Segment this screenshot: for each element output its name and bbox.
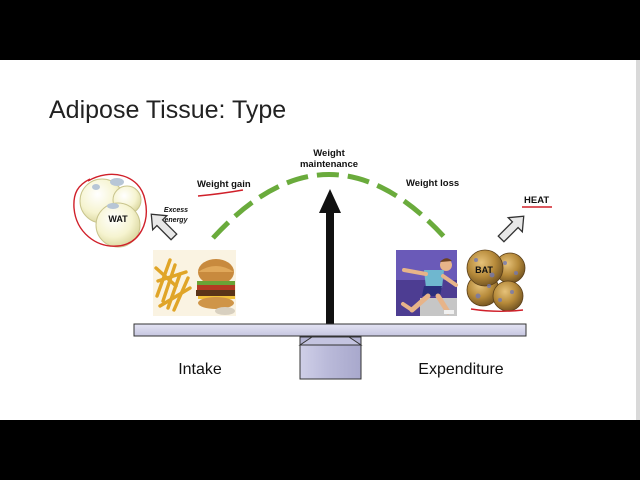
excess-energy-label-1: Excess [164, 207, 188, 214]
weight-maintenance-label-2: maintenance [300, 159, 358, 170]
scale-pedestal [298, 336, 363, 380]
hollow-arrow-icon [497, 215, 525, 243]
weight-maintenance-label-1: Weight [313, 148, 345, 159]
fat-cell-icon [79, 178, 142, 248]
expenditure-label: Expenditure [418, 361, 503, 378]
runner-icon [396, 250, 458, 316]
slide: Adipose Tissue: Type [0, 60, 640, 420]
brown-fat-cell-icon [466, 249, 526, 312]
weight-gain-underline [197, 189, 244, 197]
balance-arc [211, 172, 449, 242]
letterbox-bottom [0, 420, 640, 480]
energy-balance-diagram: Weight maintenance Weight gain Weight lo… [73, 148, 552, 380]
bat-label: BAT [475, 265, 493, 275]
wat-label: WAT [108, 214, 128, 224]
hollow-arrow-icon [150, 213, 178, 241]
slide-edge [636, 60, 640, 420]
heat-label: HEAT [524, 195, 549, 206]
weight-loss-label: Weight loss [406, 178, 459, 189]
weight-gain-label: Weight gain [197, 179, 251, 190]
central-arrow-icon [319, 189, 341, 325]
wat-circle-annotation [73, 173, 147, 247]
intake-label: Intake [178, 361, 222, 378]
fast-food-icon [153, 250, 236, 316]
slide-title: Adipose Tissue: Type [49, 96, 287, 124]
letterbox-top [0, 0, 640, 60]
scale-beam [133, 323, 527, 337]
excess-energy-label-2: energy [165, 217, 189, 224]
bat-underline [470, 308, 524, 312]
